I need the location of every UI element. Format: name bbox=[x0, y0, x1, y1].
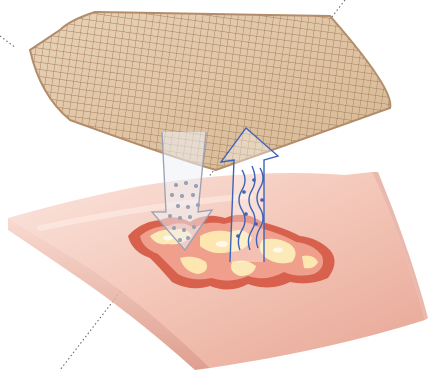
dressing-pad bbox=[0, 0, 434, 200]
dotted-axis-stub bbox=[0, 36, 16, 48]
